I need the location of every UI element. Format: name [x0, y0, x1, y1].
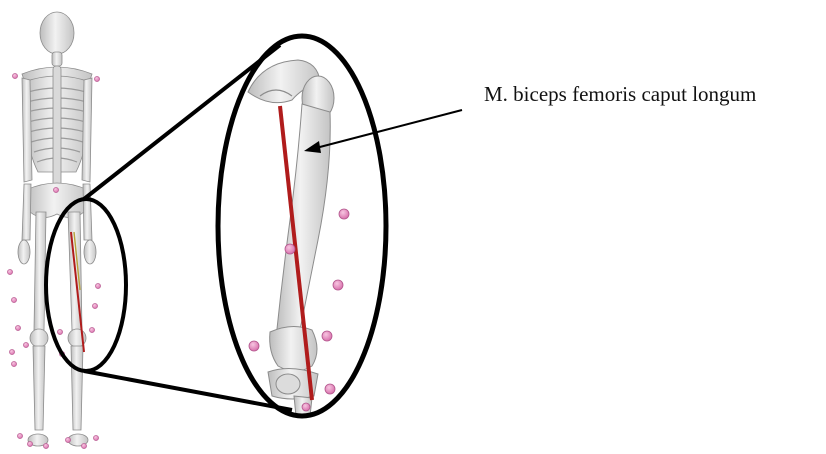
marker-point [93, 435, 98, 440]
marker-point [43, 443, 48, 448]
marker-point [65, 437, 70, 442]
skull [40, 12, 74, 54]
marker-point [81, 443, 86, 448]
right-hand [84, 240, 96, 264]
left-upper-arm [22, 78, 32, 182]
marker-point [17, 433, 22, 438]
left-hand [18, 240, 30, 264]
left-tibia [33, 346, 45, 430]
marker-point [325, 384, 335, 394]
marker-point [15, 325, 20, 330]
marker-point [27, 441, 32, 446]
zoomed-thigh [248, 60, 334, 416]
marker-point [249, 341, 259, 351]
muscle-annotation-label: M. biceps femoris caput longum [484, 82, 756, 107]
spine [53, 66, 61, 190]
marker-point [94, 76, 99, 81]
marker-point [339, 209, 349, 219]
marker-point [23, 342, 28, 347]
zoom-connector-top [84, 45, 280, 199]
marker-point [53, 187, 58, 192]
arrow-shaft [316, 110, 462, 148]
neck [52, 52, 62, 66]
marker-point [12, 73, 17, 78]
marker-point [322, 331, 332, 341]
marker-point [11, 361, 16, 366]
marker-point [302, 403, 310, 411]
left-femur [34, 212, 46, 330]
right-upper-arm [82, 78, 92, 182]
marker-point [95, 283, 100, 288]
marker-point [89, 327, 94, 332]
marker-point [9, 349, 14, 354]
marker-point [57, 329, 62, 334]
right-tibia [71, 346, 83, 430]
marker-point [92, 303, 97, 308]
patella [276, 374, 300, 394]
left-forearm [22, 184, 31, 240]
marker-point [7, 269, 12, 274]
marker-point [285, 244, 295, 254]
left-knee [30, 329, 48, 347]
marker-point [333, 280, 343, 290]
marker-point [11, 297, 16, 302]
